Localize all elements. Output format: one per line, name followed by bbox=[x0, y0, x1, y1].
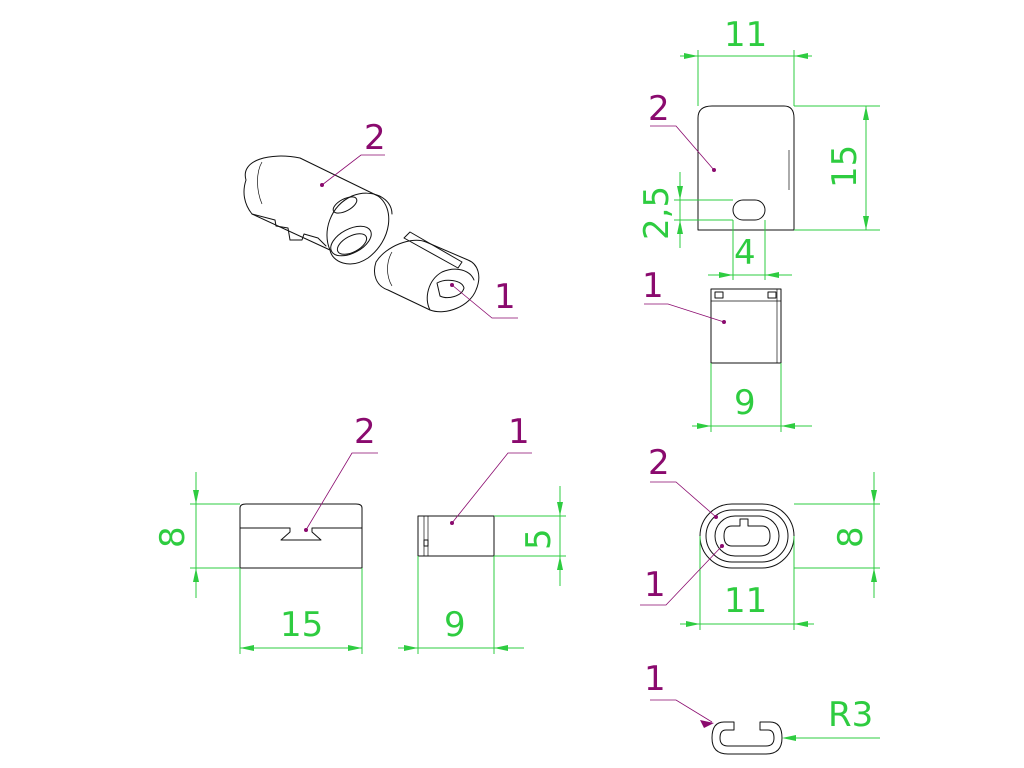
top-view-part-2: 11 15 2,5 4 bbox=[637, 15, 880, 280]
dim-slot-width: 4 bbox=[708, 220, 792, 280]
dim-front-width: 15 bbox=[239, 568, 363, 654]
iso-label-2: 2 bbox=[320, 118, 386, 187]
dimension-text: 9 bbox=[734, 383, 756, 423]
dim-end-width: 11 bbox=[680, 536, 814, 630]
dimension-text: R3 bbox=[828, 695, 873, 735]
dim-radius: R3 bbox=[782, 695, 880, 741]
dim-side-width: 9 bbox=[398, 556, 524, 654]
dim-front-height: 8 bbox=[153, 472, 240, 598]
part-number-label: 1 bbox=[644, 659, 666, 699]
radius-detail: R3 1 bbox=[644, 659, 880, 755]
dim-end-height: 8 bbox=[794, 472, 880, 598]
dimension-text: 2,5 bbox=[637, 186, 677, 240]
top-label-1: 1 bbox=[642, 266, 726, 324]
dim-part1-width: 9 bbox=[692, 363, 812, 432]
part-number-label: 1 bbox=[494, 277, 516, 317]
dimension-text: 11 bbox=[724, 15, 767, 55]
dim-top-width: 11 bbox=[680, 15, 812, 106]
top-label-2: 2 bbox=[648, 89, 716, 172]
part-number-label: 2 bbox=[354, 412, 376, 452]
dimension-text: 4 bbox=[734, 233, 756, 273]
side-label-1: 1 bbox=[450, 412, 532, 525]
dimension-text: 8 bbox=[831, 526, 871, 548]
dim-side-height: 5 bbox=[494, 486, 566, 586]
end-label-2: 2 bbox=[648, 443, 718, 519]
part-number-label: 1 bbox=[642, 266, 664, 306]
part-number-label: 2 bbox=[364, 118, 386, 158]
isometric-view: 2 1 bbox=[243, 118, 518, 319]
part-number-label: 2 bbox=[648, 89, 670, 129]
side-view-part-1: 5 9 1 bbox=[398, 412, 566, 654]
dimension-text: 8 bbox=[153, 526, 193, 548]
top-view-part-1: 9 1 bbox=[642, 266, 812, 432]
iso-part-1 bbox=[374, 231, 480, 313]
dimension-text: 15 bbox=[825, 145, 865, 188]
dimension-text: 11 bbox=[724, 581, 767, 621]
iso-label-1: 1 bbox=[450, 277, 518, 319]
detail-label-1: 1 bbox=[644, 659, 714, 728]
end-view: 8 11 2 1 bbox=[640, 443, 880, 630]
front-label-2: 2 bbox=[304, 412, 378, 532]
iso-part-2 bbox=[243, 155, 393, 265]
part-number-label: 2 bbox=[648, 443, 670, 483]
part-number-label: 1 bbox=[644, 565, 666, 605]
dim-top-height: 15 bbox=[794, 105, 880, 231]
dimension-text: 15 bbox=[280, 605, 323, 645]
dimension-text: 5 bbox=[519, 528, 559, 550]
end-label-1: 1 bbox=[640, 544, 724, 606]
dim-slot-offset: 2,5 bbox=[637, 172, 733, 248]
dimension-text: 9 bbox=[444, 605, 466, 645]
front-view-part-2: 8 15 2 bbox=[153, 412, 378, 654]
part-number-label: 1 bbox=[508, 412, 530, 452]
